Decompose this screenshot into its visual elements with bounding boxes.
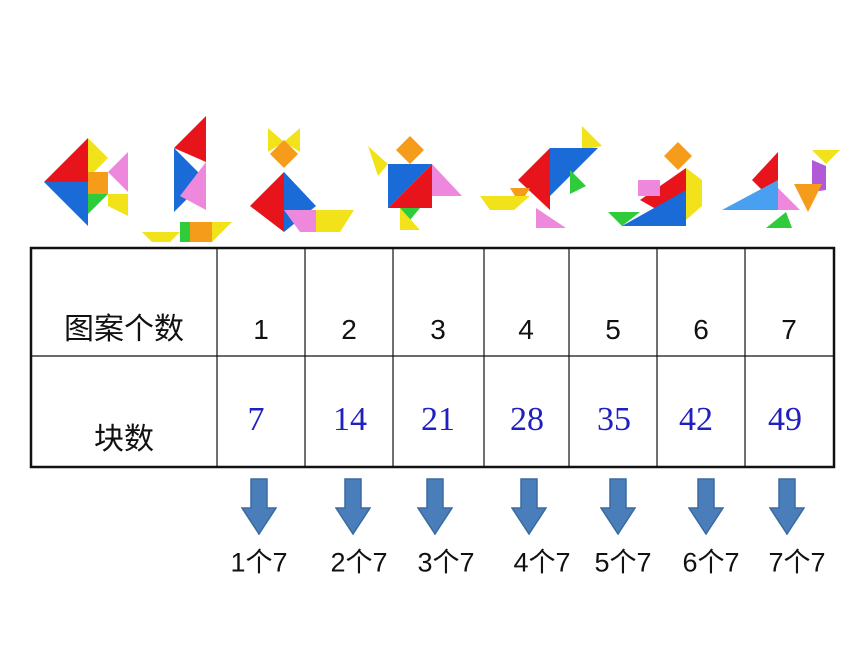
pattern-count-cell: 7 [781,314,797,345]
down-arrow-icon [600,478,636,536]
down-arrow-icon [417,478,453,536]
pattern-count-cell: 5 [605,314,621,345]
pattern-count-cell: 6 [693,314,709,345]
down-arrow-icon [511,478,547,536]
block-count-cell: 49 [768,401,802,438]
block-count-cell: 14 [333,401,367,438]
block-count-cell: 21 [421,401,455,438]
block-count-cell: 35 [597,401,631,438]
tangram-standing-figure [142,116,232,242]
block-count-cell: 42 [679,401,713,438]
tangram-cat-figure [250,128,354,232]
tangram-person-figure [368,136,462,230]
block-count-cell: 28 [510,401,544,438]
multiplication-caption: 6个7 [682,547,740,578]
pattern-count-cell: 2 [341,314,357,345]
down-arrow-icon [688,478,724,536]
tangram-kneeling-figure [608,142,702,226]
block-count-cell: 7 [247,401,265,438]
multiplication-caption: 1个7 [230,547,288,578]
multiplication-caption: 2个7 [330,547,388,578]
tangram-figures [44,116,840,242]
down-arrow-icon [769,478,805,536]
row-header-block-count: 块数 [94,423,154,456]
multiplication-caption: 4个7 [513,547,571,578]
down-arrow-icon [241,478,277,536]
multiplication-caption: 7个7 [768,547,826,578]
pattern-count-cell: 3 [430,314,446,345]
multiplication-caption: 5个7 [594,547,652,578]
row-header-pattern-count: 图案个数 [64,313,184,346]
down-arrow-icon [335,478,371,536]
pattern-count-cell: 1 [253,314,269,345]
pattern-count-cell: 4 [518,314,534,345]
tangram-swan-figure [722,150,840,228]
tangram-bird-figure [480,126,602,228]
tangram-fish-figure [44,138,128,226]
multiplication-caption: 3个7 [417,547,475,578]
